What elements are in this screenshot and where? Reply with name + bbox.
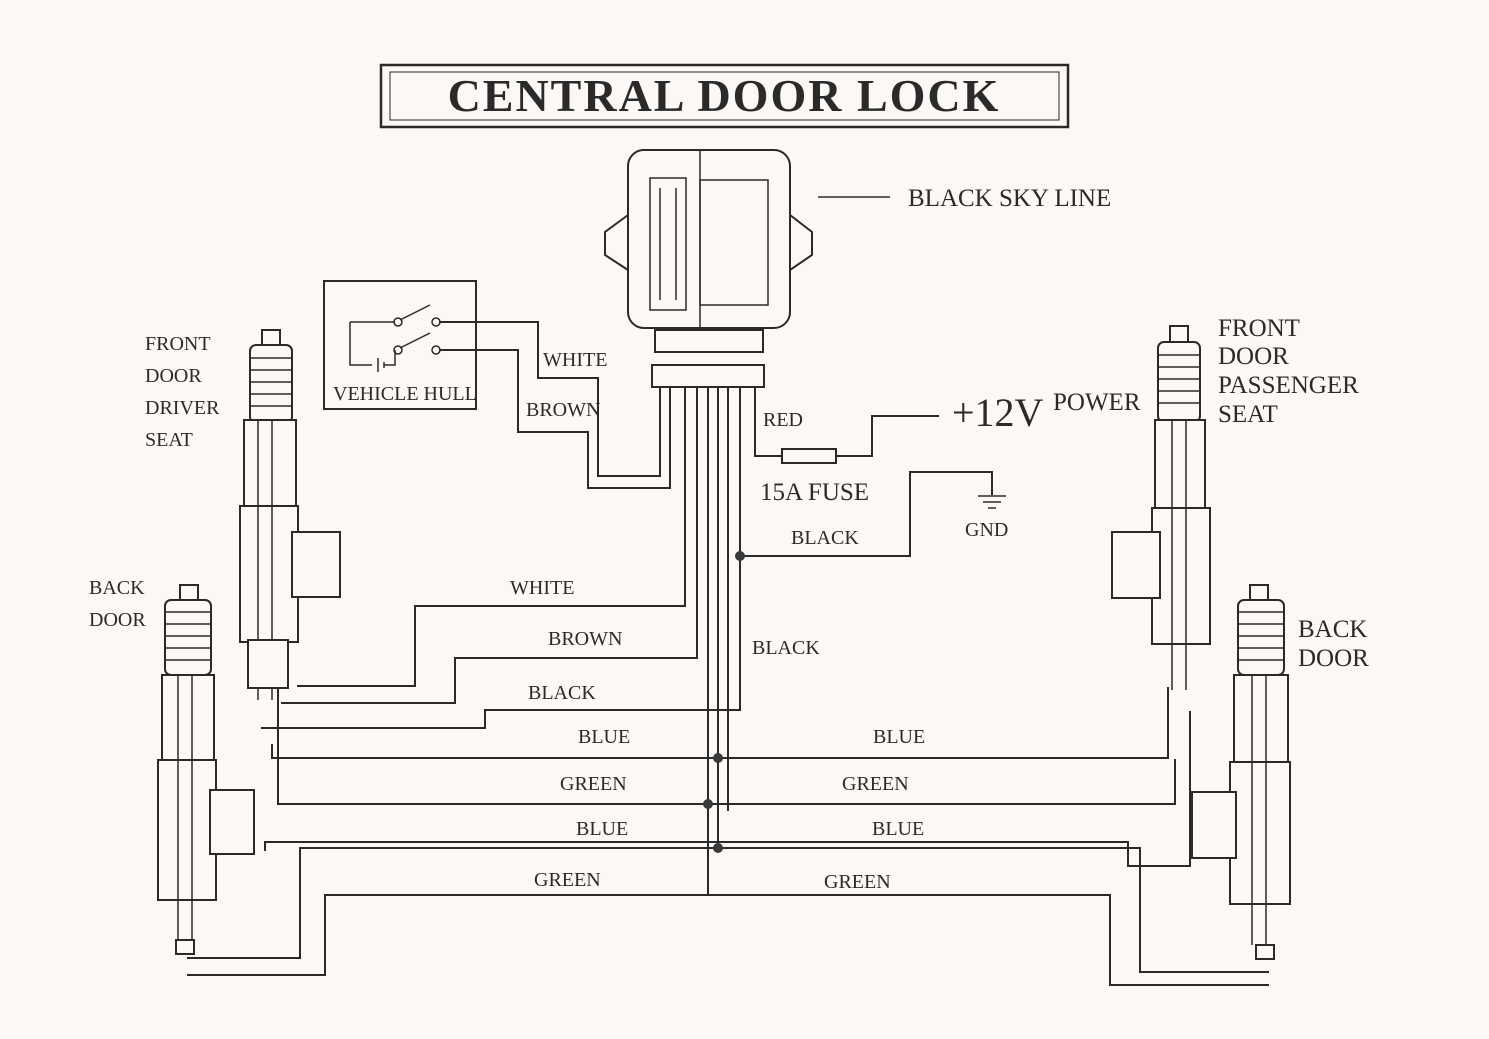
- front-passenger-label-3: PASSENGER: [1218, 372, 1359, 399]
- blue1-right-label: BLUE: [873, 726, 925, 748]
- actuator-front-driver: [239, 329, 341, 700]
- title-box: CENTRAL DOOR LOCK: [379, 63, 1070, 129]
- switch-box-label: VEHICLE HULL: [333, 383, 477, 405]
- bus-lines: BLUE BLUE GREEN GREEN BLUE BLUE GREEN GR…: [187, 551, 1269, 986]
- harness-trunk: BLACK: [684, 386, 820, 896]
- red-wire-label: RED: [763, 409, 803, 431]
- green2-right-label: GREEN: [824, 871, 891, 893]
- driver-white-label: WHITE: [510, 577, 574, 599]
- voltage-label: +12V: [952, 390, 1044, 435]
- blue2-right-label: BLUE: [872, 818, 924, 840]
- back-left-label-1: BACK: [89, 577, 145, 599]
- green1-right-label: GREEN: [842, 773, 909, 795]
- power-section: RED 15A FUSE +12V POWER GND BLACK: [739, 386, 1141, 557]
- control-unit-label: BLACK SKY LINE: [908, 185, 1111, 212]
- blue1-left-label: BLUE: [578, 726, 630, 748]
- back-right-label-2: DOOR: [1298, 645, 1369, 672]
- actuator-back-right: [1191, 584, 1291, 960]
- front-driver-label-1: FRONT: [145, 333, 211, 355]
- power-label: POWER: [1053, 389, 1141, 416]
- front-driver-label-2: DOOR: [145, 365, 202, 387]
- switch-wires: WHITE BROWN: [439, 321, 671, 489]
- green2-left-label: GREEN: [534, 869, 601, 891]
- driver-door-wires: WHITE BROWN BLACK: [261, 577, 741, 729]
- switch-white-label: WHITE: [543, 349, 607, 371]
- blue2-left-label: BLUE: [576, 818, 628, 840]
- back-left-label-2: DOOR: [89, 609, 146, 631]
- diagram-title: CENTRAL DOOR LOCK: [448, 70, 1001, 121]
- fuse-label: 15A FUSE: [760, 479, 869, 506]
- switch-box: VEHICLE HULL: [323, 280, 477, 410]
- actuator-back-left: [157, 584, 255, 955]
- switch-brown-label: BROWN: [526, 399, 600, 421]
- driver-brown-label: BROWN: [548, 628, 622, 650]
- black-gnd-label: BLACK: [791, 527, 859, 549]
- front-passenger-label-1: FRONT: [1218, 315, 1300, 342]
- driver-black-label: BLACK: [528, 682, 596, 704]
- green1-left-label: GREEN: [560, 773, 627, 795]
- trunk-black-label: BLACK: [752, 637, 820, 659]
- ground-label: GND: [965, 519, 1008, 541]
- front-passenger-label-4: SEAT: [1218, 401, 1278, 428]
- control-unit: BLACK SKY LINE: [604, 149, 1111, 388]
- actuator-front-passenger: [1111, 325, 1211, 690]
- front-driver-label-4: SEAT: [145, 429, 193, 451]
- door-labels: FRONT DOOR DRIVER SEAT BACK DOOR FRONT D…: [89, 315, 1369, 672]
- front-passenger-label-2: DOOR: [1218, 343, 1289, 370]
- front-driver-label-3: DRIVER: [145, 397, 220, 419]
- back-right-label-1: BACK: [1298, 616, 1367, 643]
